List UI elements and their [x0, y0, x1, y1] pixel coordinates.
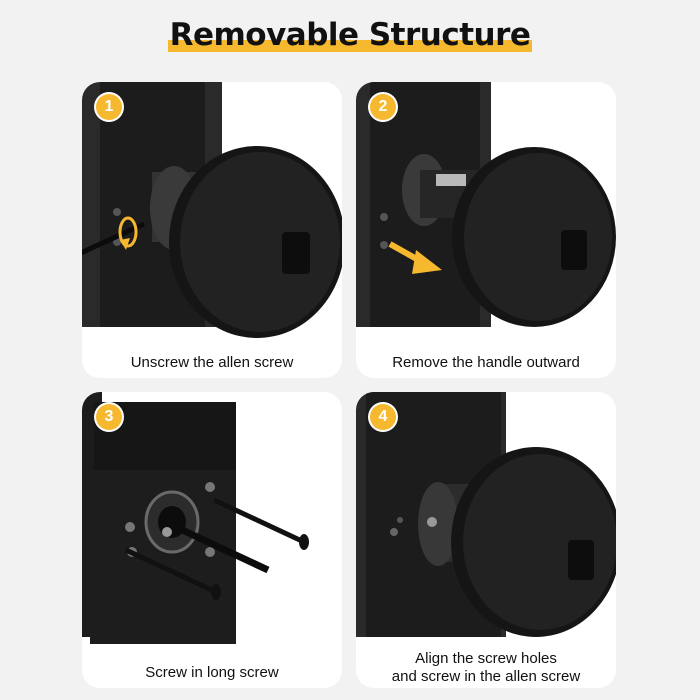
step-2-panel: 2 Remove the handle outward: [356, 82, 616, 378]
allen-key-icon: [82, 221, 146, 256]
step-caption: Align the screw holes and screw in the a…: [356, 650, 616, 686]
step-number-badge: 2: [370, 94, 396, 120]
page-title: Removable Structure: [167, 14, 533, 56]
page-title-text: Removable Structure: [169, 17, 531, 53]
step-number-badge: 4: [370, 404, 396, 430]
step-4-illustration: [356, 392, 616, 637]
page-title-wrap: Removable Structure: [0, 14, 700, 60]
direction-arrow-icon: [388, 241, 442, 274]
step-2-illustration: [356, 82, 616, 327]
step-caption-line-2: and screw in the allen screw: [391, 668, 581, 685]
step-caption-line-1: Align the screw holes: [415, 650, 557, 667]
step-4-panel: 4 Align the screw holes and screw in the…: [356, 392, 616, 688]
step-1-illustration: [82, 82, 342, 338]
step-3-illustration: [82, 392, 309, 644]
step-number-badge: 3: [96, 404, 122, 430]
rotation-arrow-icon: [118, 216, 138, 250]
step-caption: Screw in long screw: [145, 664, 279, 681]
step-3-panel: 3 Screw in long screw: [82, 392, 342, 688]
long-screw-icon: [124, 497, 309, 600]
step-caption: Remove the handle outward: [392, 354, 580, 371]
step-1-panel: 1 Unscrew the allen screw: [82, 82, 342, 378]
step-number-badge: 1: [96, 94, 122, 120]
step-caption: Unscrew the allen screw: [130, 354, 294, 371]
